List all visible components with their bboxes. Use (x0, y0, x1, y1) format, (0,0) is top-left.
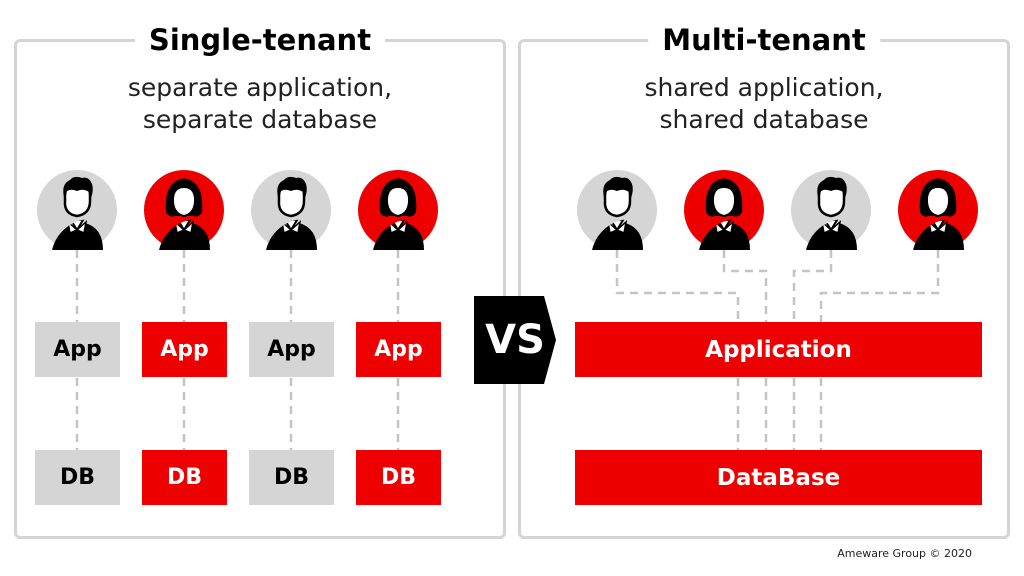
multi-user-avatar-1 (577, 170, 657, 254)
vs-badge-shape (474, 296, 556, 384)
single-db-block-1: DB (35, 450, 120, 505)
credit-text: Ameware Group © 2020 (837, 547, 972, 560)
user-icon (684, 170, 764, 250)
user-icon (898, 170, 978, 250)
user-icon (144, 170, 224, 250)
multi-user-avatar-3 (791, 170, 871, 254)
single-tenant-subtitle-line1: separate application, (127, 73, 393, 102)
single-db-block-4: DB (356, 450, 441, 505)
user-icon (251, 170, 331, 250)
vs-label: VS (485, 317, 545, 363)
user-icon (358, 170, 438, 250)
single-app-block-3: App (249, 322, 334, 377)
user-icon (791, 170, 871, 250)
vs-badge: VS (474, 296, 556, 384)
single-app-block-1: App (35, 322, 120, 377)
multi-tenant-subtitle-line2: shared database (659, 105, 869, 134)
single-tenant-title: Single-tenant (134, 20, 386, 60)
single-tenant-subtitle-line2: separate database (142, 105, 378, 134)
multi-tenant-panel: Multi-tenant shared application, shared … (518, 20, 1010, 539)
single-user-avatar-3 (251, 170, 331, 254)
shared-application-bar: Application (575, 322, 982, 377)
user-icon (577, 170, 657, 250)
multi-user-avatar-2 (684, 170, 764, 254)
user-icon (37, 170, 117, 250)
single-user-avatar-1 (37, 170, 117, 254)
single-app-block-4: App (356, 322, 441, 377)
multi-tenant-subtitle-line1: shared application, (644, 73, 884, 102)
multi-user-avatar-4 (898, 170, 978, 254)
single-db-block-2: DB (142, 450, 227, 505)
single-db-block-3: DB (249, 450, 334, 505)
single-app-block-2: App (142, 322, 227, 377)
shared-database-bar: DataBase (575, 450, 982, 505)
single-tenant-panel: Single-tenant separate application, sepa… (14, 20, 506, 539)
single-user-avatar-2 (144, 170, 224, 254)
multi-tenant-title: Multi-tenant (648, 20, 880, 60)
single-user-avatar-4 (358, 170, 438, 254)
